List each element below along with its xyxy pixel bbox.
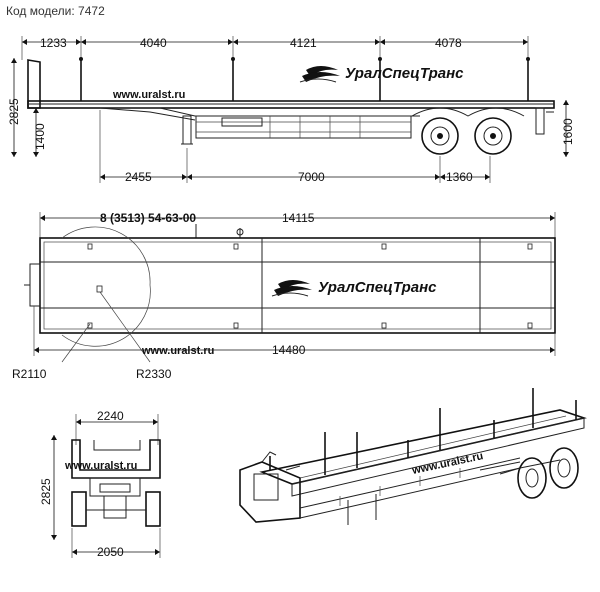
front-view: 2240 2825 www.uralst.ru 2050: [39, 409, 161, 559]
dim-4040: 4040: [140, 36, 167, 50]
iso-wheel-rear: [549, 447, 579, 489]
radius-front-label: R2110: [12, 367, 47, 381]
top-view: 8 (3513) 54-63-00 14115 УралСпецТранс: [12, 211, 556, 381]
dim-4121: 4121: [290, 36, 317, 50]
dim-14115: 14115: [282, 211, 315, 225]
top-deck: [39, 237, 556, 334]
dim-1360: 1360: [446, 170, 473, 184]
dim-1233: 1233: [40, 36, 67, 50]
brand-logo-top: УралСпецТранс: [271, 279, 437, 297]
front-wheel-left: [71, 491, 87, 527]
dim-14480: 14480: [272, 343, 306, 357]
dim-2825-front: 2825: [39, 478, 53, 505]
phone-label: 8 (3513) 54-63-00: [100, 211, 196, 225]
model-caption: Код модели: 7472: [6, 4, 105, 18]
side-stakes: [79, 57, 530, 101]
dim-7000: 7000: [298, 170, 325, 184]
support-leg: [182, 115, 192, 145]
brand-name-top: УралСпецТранс: [318, 279, 437, 296]
dim-2050: 2050: [97, 545, 124, 559]
dim-2455: 2455: [125, 170, 152, 184]
url-top: www.uralst.ru: [141, 345, 214, 357]
side-view: 1233 4040 4121 4078 2825 1400 1600: [7, 36, 575, 184]
url-side: www.uralst.ru: [112, 89, 185, 101]
dim-2240: 2240: [97, 409, 124, 423]
url-front: www.uralst.ru: [64, 460, 137, 472]
dim-1600: 1600: [561, 118, 575, 145]
iso-wheel-front: [517, 457, 547, 499]
front-wheel-right: [145, 491, 161, 527]
radius-arc: [61, 226, 151, 347]
dim-1400: 1400: [33, 123, 47, 150]
isometric-view: www.uralst.ru: [239, 388, 587, 525]
brand-logo-side: УралСпецТранс: [299, 65, 464, 83]
dim-2825-side: 2825: [7, 98, 21, 125]
side-wheel-front: [421, 117, 459, 155]
radius-rear-label: R2330: [136, 367, 172, 381]
side-wheel-rear: [474, 117, 512, 155]
dim-4078: 4078: [435, 36, 462, 50]
brand-name-side: УралСпецТранс: [345, 65, 464, 82]
